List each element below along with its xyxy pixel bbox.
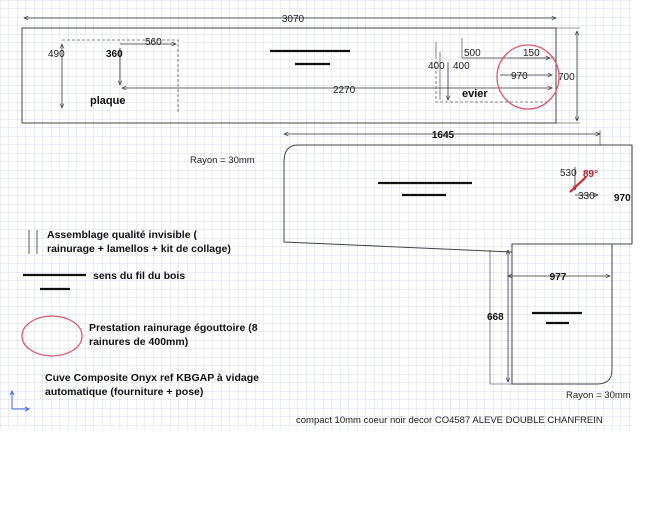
dim-evier-d3: 970 xyxy=(511,71,528,82)
dim-plaque-offset: 360 xyxy=(106,49,123,60)
material-footer: compact 10mm coeur noir decor CO4587 ALE… xyxy=(296,415,603,426)
legend-sink-line1: Cuve Composite Onyx ref KBGAP à vidage xyxy=(45,372,259,384)
dim-return-width: 977 xyxy=(550,272,567,283)
return-panel: 977 668 Rayon = 30mm xyxy=(487,244,631,401)
corner-panel: 1645 970 Rayon = 30mm 530 330 89° xyxy=(190,130,633,253)
grain-symbol-corner xyxy=(378,181,472,197)
dim-evier-d2: 400 xyxy=(453,61,470,72)
dim-evier-d1: 400 xyxy=(428,61,445,72)
radius-note-top: Rayon = 30mm xyxy=(190,155,255,166)
evier-label: evier xyxy=(462,88,488,100)
legend-assembly-line1: Assemblage qualité invisible ( xyxy=(47,229,197,241)
dim-return-height: 668 xyxy=(487,312,504,323)
plaque-cutout: 490 560 360 plaque xyxy=(48,37,179,112)
legend-drain-line1: Prestation rainurage égouttoire (8 xyxy=(89,322,258,334)
dim-530: 530 xyxy=(560,168,577,179)
legend-drain-line2: rainures de 400mm) xyxy=(89,336,188,348)
angle-label: 89° xyxy=(583,169,598,180)
legend-sink-line2: automatique (fourniture + pose) xyxy=(45,386,203,398)
legend-assembly-line2: rainurage + lamellos + kit de collage) xyxy=(47,243,231,255)
legend: Assemblage qualité invisible ( rainurage… xyxy=(21,229,259,398)
dim-evier-edge: 150 xyxy=(523,48,540,59)
dim-plaque-width: 560 xyxy=(145,37,162,48)
dim-plaque-height: 490 xyxy=(48,49,65,60)
dim-overall-width: 3070 xyxy=(282,14,305,25)
legend-sink: Cuve Composite Onyx ref KBGAP à vidage a… xyxy=(45,372,259,398)
legend-grain-text: sens du fil du bois xyxy=(93,270,185,282)
dim-corner-width: 1645 xyxy=(432,130,455,141)
top-panel: 3070 700 490 560 360 plaque 2270 xyxy=(21,14,580,124)
legend-drain: Prestation rainurage égouttoire (8 rainu… xyxy=(21,315,258,357)
dim-depth: 700 xyxy=(558,72,575,83)
dim-corner-depth: 970 xyxy=(614,193,631,204)
dim-330: 330 xyxy=(578,191,595,202)
dim-evier-width: 500 xyxy=(464,48,481,59)
angle-indicator xyxy=(569,176,587,193)
grain-symbol-top xyxy=(270,49,350,66)
grain-symbol-return xyxy=(532,311,582,325)
legend-assembly: Assemblage qualité invisible ( rainurage… xyxy=(28,229,231,255)
grid-background xyxy=(0,0,632,430)
drain-groove-marker xyxy=(496,44,560,110)
plaque-label: plaque xyxy=(90,95,125,107)
legend-grain: sens du fil du bois xyxy=(23,270,185,291)
evier-cutout: 500 150 400 400 970 evier xyxy=(428,38,560,110)
radius-note-bottom: Rayon = 30mm xyxy=(566,390,631,401)
axis-icon xyxy=(9,389,31,412)
dim-sink-span: 2270 xyxy=(333,85,356,96)
